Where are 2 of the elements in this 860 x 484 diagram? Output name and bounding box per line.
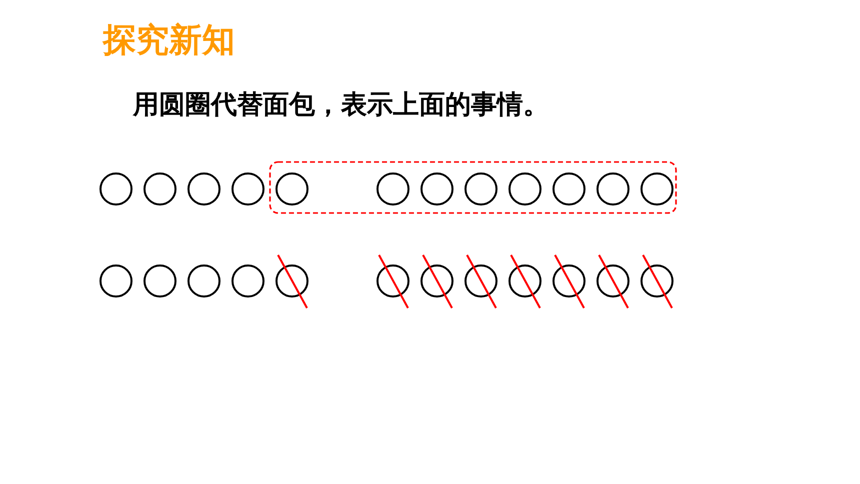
title: 探究新知	[103, 20, 235, 60]
instruction-text: 用圆圈代替面包，表示上面的事情。	[133, 89, 549, 122]
